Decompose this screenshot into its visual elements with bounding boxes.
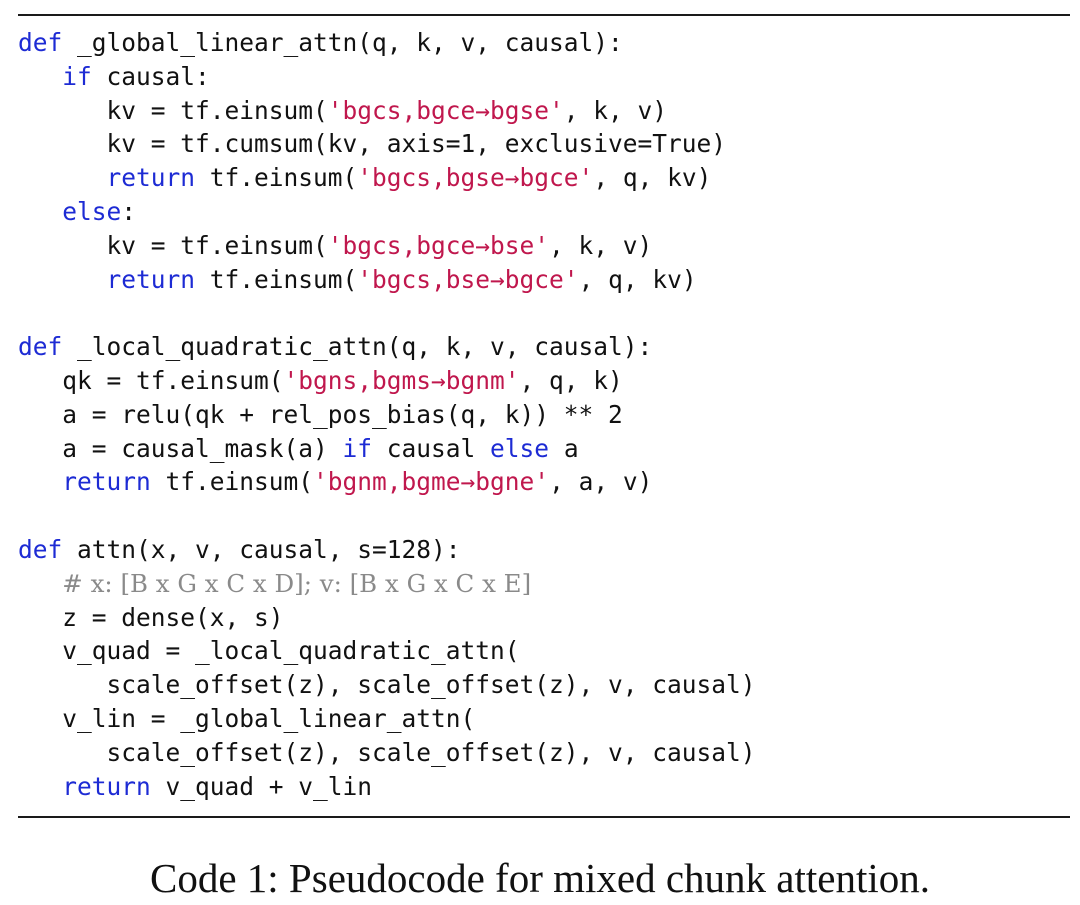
code-line: kv = tf.einsum('bgcs,bgce→bse', k, v) — [18, 229, 1068, 263]
code-keyword: return — [62, 771, 151, 801]
bottom-rule — [18, 816, 1070, 818]
code-line — [18, 296, 1068, 330]
code-text: tf.einsum( — [195, 163, 358, 193]
code-line: return tf.einsum('bgnm,bgme→bgne', a, v) — [18, 465, 1068, 499]
code-text: scale_offset(z), scale_offset(z), v, cau… — [18, 737, 756, 767]
code-comment: # x: [B x G x C x D]; v: [B x G x C x E] — [62, 568, 532, 598]
code-string: 'bgnm,bgme→bgne' — [313, 467, 550, 497]
code-text: tf.einsum( — [195, 264, 358, 294]
code-text — [18, 163, 107, 192]
code-line: kv = tf.einsum('bgcs,bgce→bgse', k, v) — [18, 94, 1068, 128]
code-keyword: if — [342, 433, 373, 463]
code-text: v_quad = _local_quadratic_attn( — [18, 636, 520, 666]
code-text: _global_linear_attn(q, k, v, causal): — [62, 28, 623, 57]
code-line — [18, 499, 1068, 533]
code-keyword: return — [106, 264, 196, 294]
code-text: causal — [372, 433, 491, 463]
code-text: scale_offset(z), scale_offset(z), v, cau… — [18, 670, 756, 700]
code-text — [18, 569, 62, 598]
code-text: , k, v) — [549, 230, 653, 260]
code-text: kv = tf.cumsum(kv, axis=1, exclusive=Tru… — [18, 129, 727, 159]
code-text — [18, 62, 62, 91]
code-text: z = dense(x, s) — [18, 602, 284, 632]
code-keyword: if — [62, 61, 92, 91]
code-text — [18, 197, 62, 226]
code-line: # x: [B x G x C x D]; v: [B x G x C x E] — [18, 567, 1068, 601]
code-line: kv = tf.cumsum(kv, axis=1, exclusive=Tru… — [18, 127, 1068, 161]
code-text — [18, 265, 107, 294]
code-keyword: return — [106, 163, 196, 193]
code-text: a = causal_mask(a) — [18, 433, 343, 463]
code-text: , k, v) — [563, 95, 668, 125]
code-line: v_lin = _global_linear_attn( — [18, 702, 1068, 736]
code-text: , q, kv) — [578, 264, 697, 294]
code-line: scale_offset(z), scale_offset(z), v, cau… — [18, 736, 1068, 770]
code-text: , q, kv) — [593, 163, 712, 193]
code-keyword: def — [18, 28, 63, 57]
code-line: v_quad = _local_quadratic_attn( — [18, 634, 1068, 668]
code-text — [18, 772, 62, 801]
code-text: causal: — [91, 61, 210, 91]
code-line: return tf.einsum('bgcs,bgse→bgce', q, kv… — [18, 161, 1068, 195]
code-text: kv = tf.einsum( — [18, 230, 328, 260]
code-line: qk = tf.einsum('bgns,bgms→bgnm', q, k) — [18, 364, 1068, 398]
code-keyword: return — [62, 467, 151, 497]
code-listing: def _global_linear_attn(q, k, v, causal)… — [18, 26, 1068, 803]
code-line: a = relu(qk + rel_pos_bias(q, k)) ** 2 — [18, 398, 1068, 432]
code-text: v_lin = _global_linear_attn( — [18, 703, 476, 733]
code-keyword: else — [490, 433, 550, 463]
code-string: 'bgcs,bgce→bgse' — [327, 95, 564, 125]
code-line: def _global_linear_attn(q, k, v, causal)… — [18, 26, 1068, 60]
code-text — [18, 467, 62, 496]
code-text: a — [549, 433, 579, 463]
code-line: else: — [18, 195, 1068, 229]
code-text: _local_quadratic_attn(q, k, v, causal): — [62, 332, 653, 362]
code-line: return v_quad + v_lin — [18, 770, 1068, 804]
code-keyword: def — [18, 332, 63, 362]
code-line: a = causal_mask(a) if causal else a — [18, 432, 1068, 466]
code-text: , q, k) — [519, 365, 623, 395]
code-text: attn(x, v, causal, s=128): — [62, 534, 461, 564]
code-string: 'bgns,bgms→bgnm' — [283, 365, 520, 395]
code-keyword: else — [62, 196, 122, 226]
code-text: kv = tf.einsum( — [18, 95, 328, 125]
figure-caption: Code 1: Pseudocode for mixed chunk atten… — [150, 855, 930, 901]
code-string: 'bgcs,bse→bgce' — [357, 264, 579, 294]
code-line: z = dense(x, s) — [18, 601, 1068, 635]
code-text: tf.einsum( — [150, 467, 314, 497]
code-string: 'bgcs,bgse→bgce' — [357, 163, 594, 193]
top-rule — [18, 14, 1070, 16]
code-text: a = relu(qk + rel_pos_bias(q, k)) ** 2 — [18, 399, 623, 429]
code-text: , a, v) — [549, 467, 653, 497]
code-text: qk = tf.einsum( — [18, 365, 284, 395]
code-line: scale_offset(z), scale_offset(z), v, cau… — [18, 668, 1068, 702]
code-string: 'bgcs,bgce→bse' — [327, 230, 550, 260]
code-line: def _local_quadratic_attn(q, k, v, causa… — [18, 330, 1068, 364]
code-keyword: def — [18, 534, 63, 564]
code-line: if causal: — [18, 60, 1068, 94]
code-text: v_quad + v_lin — [150, 771, 373, 801]
code-line: return tf.einsum('bgcs,bse→bgce', q, kv) — [18, 263, 1068, 297]
code-line: def attn(x, v, causal, s=128): — [18, 533, 1068, 567]
code-text: : — [121, 196, 137, 226]
